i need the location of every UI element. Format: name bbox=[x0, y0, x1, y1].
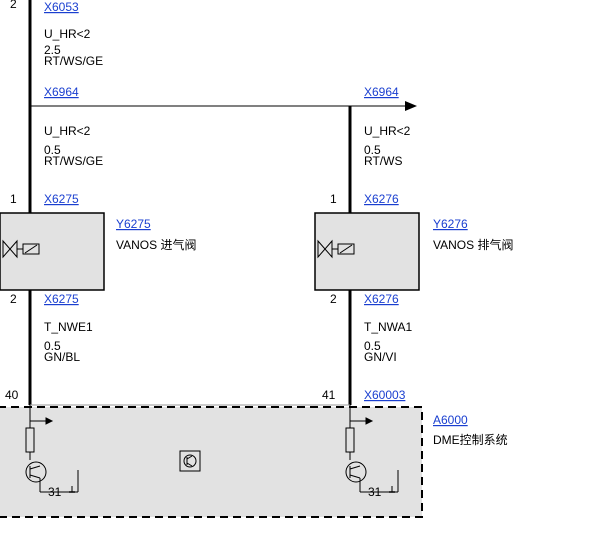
wire-size: 0.5 bbox=[44, 143, 61, 157]
connector-link[interactable]: X6276 bbox=[364, 192, 399, 206]
pin-label: 2 bbox=[330, 292, 337, 306]
dme-left-circuit bbox=[25, 405, 79, 493]
pin-label: 1 bbox=[330, 192, 337, 206]
dme-right-circuit bbox=[345, 405, 399, 493]
pin-label: 40 bbox=[5, 388, 19, 402]
connector-link[interactable]: X6964 bbox=[364, 85, 399, 99]
transistor-icon bbox=[25, 461, 47, 483]
component-id-link[interactable]: A6000 bbox=[433, 413, 468, 427]
connector-link[interactable]: X6964 bbox=[44, 85, 79, 99]
wire-signal: T_NWA1 bbox=[364, 320, 413, 334]
wire-color: RT/WS/GE bbox=[44, 54, 103, 68]
component-name: VANOS 排气阀 bbox=[433, 237, 513, 252]
connector-link[interactable]: X6275 bbox=[44, 292, 79, 306]
wire-signal: U_HR<2 bbox=[44, 124, 91, 138]
component-name: VANOS 进气阀 bbox=[116, 237, 196, 252]
ground-icon bbox=[389, 486, 395, 493]
wire-color: RT/WS/GE bbox=[44, 154, 103, 168]
wire-signal: U_HR<2 bbox=[364, 124, 411, 138]
wire-size: 0.5 bbox=[44, 339, 61, 353]
arrow-icon bbox=[405, 101, 417, 111]
wire-size: 2.5 bbox=[44, 43, 61, 57]
wire-signal: U_HR<2 bbox=[44, 27, 91, 41]
component-y6275-box[interactable] bbox=[0, 212, 105, 291]
component-dme-box[interactable] bbox=[0, 406, 423, 518]
transistor-icon bbox=[179, 450, 201, 472]
pin-label: 2 bbox=[10, 0, 17, 11]
pin-label: 2 bbox=[10, 292, 17, 306]
pin-label: 41 bbox=[322, 388, 336, 402]
component-name: DME控制系统 bbox=[433, 433, 508, 447]
transistor-icon bbox=[345, 461, 367, 483]
wire-size: 0.5 bbox=[364, 339, 381, 353]
component-id-link[interactable]: Y6275 bbox=[116, 217, 151, 231]
valve-icon bbox=[2, 239, 40, 259]
ground-label: 31 bbox=[368, 485, 382, 499]
ground-label: 31 bbox=[48, 485, 62, 499]
valve-icon bbox=[317, 239, 355, 259]
ground-icon bbox=[69, 486, 75, 493]
wire-color: GN/VI bbox=[364, 350, 397, 364]
pin-label: 1 bbox=[10, 192, 17, 206]
component-y6276-box[interactable] bbox=[314, 212, 420, 291]
wire-color: RT/WS bbox=[364, 154, 402, 168]
connector-link[interactable]: X60003 bbox=[364, 388, 406, 402]
wire-size: 0.5 bbox=[364, 143, 381, 157]
connector-link[interactable]: X6276 bbox=[364, 292, 399, 306]
connector-link[interactable]: X6053 bbox=[44, 0, 79, 14]
component-id-link[interactable]: Y6276 bbox=[433, 217, 468, 231]
connector-link[interactable]: X6275 bbox=[44, 192, 79, 206]
wire-signal: T_NWE1 bbox=[44, 320, 93, 334]
wire-color: GN/BL bbox=[44, 350, 80, 364]
